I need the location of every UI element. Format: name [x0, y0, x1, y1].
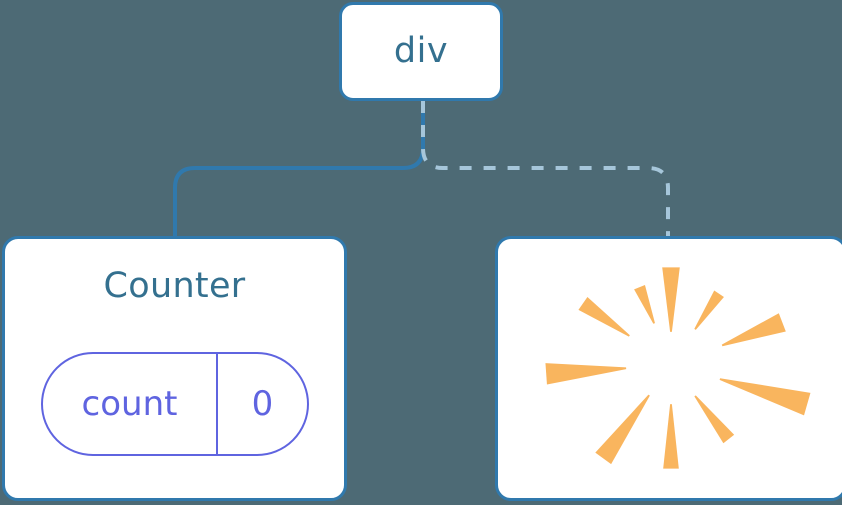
sparkle-burst-icon — [545, 267, 811, 469]
burst-ray-10 — [634, 284, 655, 324]
state-capsule-divider — [216, 354, 218, 454]
state-key-label: count — [81, 384, 178, 424]
node-div[interactable]: div — [339, 2, 503, 101]
node-div-label: div — [393, 31, 449, 71]
burst-ray-9 — [578, 297, 630, 337]
burst-ray-5 — [694, 395, 735, 444]
burst-ray-1 — [662, 267, 680, 332]
burst-ray-4 — [719, 378, 811, 416]
burst-ray-8 — [545, 363, 627, 385]
state-value-label: 0 — [251, 384, 274, 424]
burst-ray-6 — [663, 404, 679, 469]
node-counter-label: Counter — [103, 266, 246, 306]
burst-ray-2 — [694, 290, 724, 330]
node-burst[interactable] — [495, 236, 842, 501]
burst-ray-7 — [595, 394, 650, 465]
burst-ray-3 — [721, 313, 786, 347]
connector-div-to-burst — [421, 101, 670, 238]
connector-div-to-counter — [173, 101, 425, 238]
state-capsule-count[interactable]: count 0 — [41, 352, 309, 456]
